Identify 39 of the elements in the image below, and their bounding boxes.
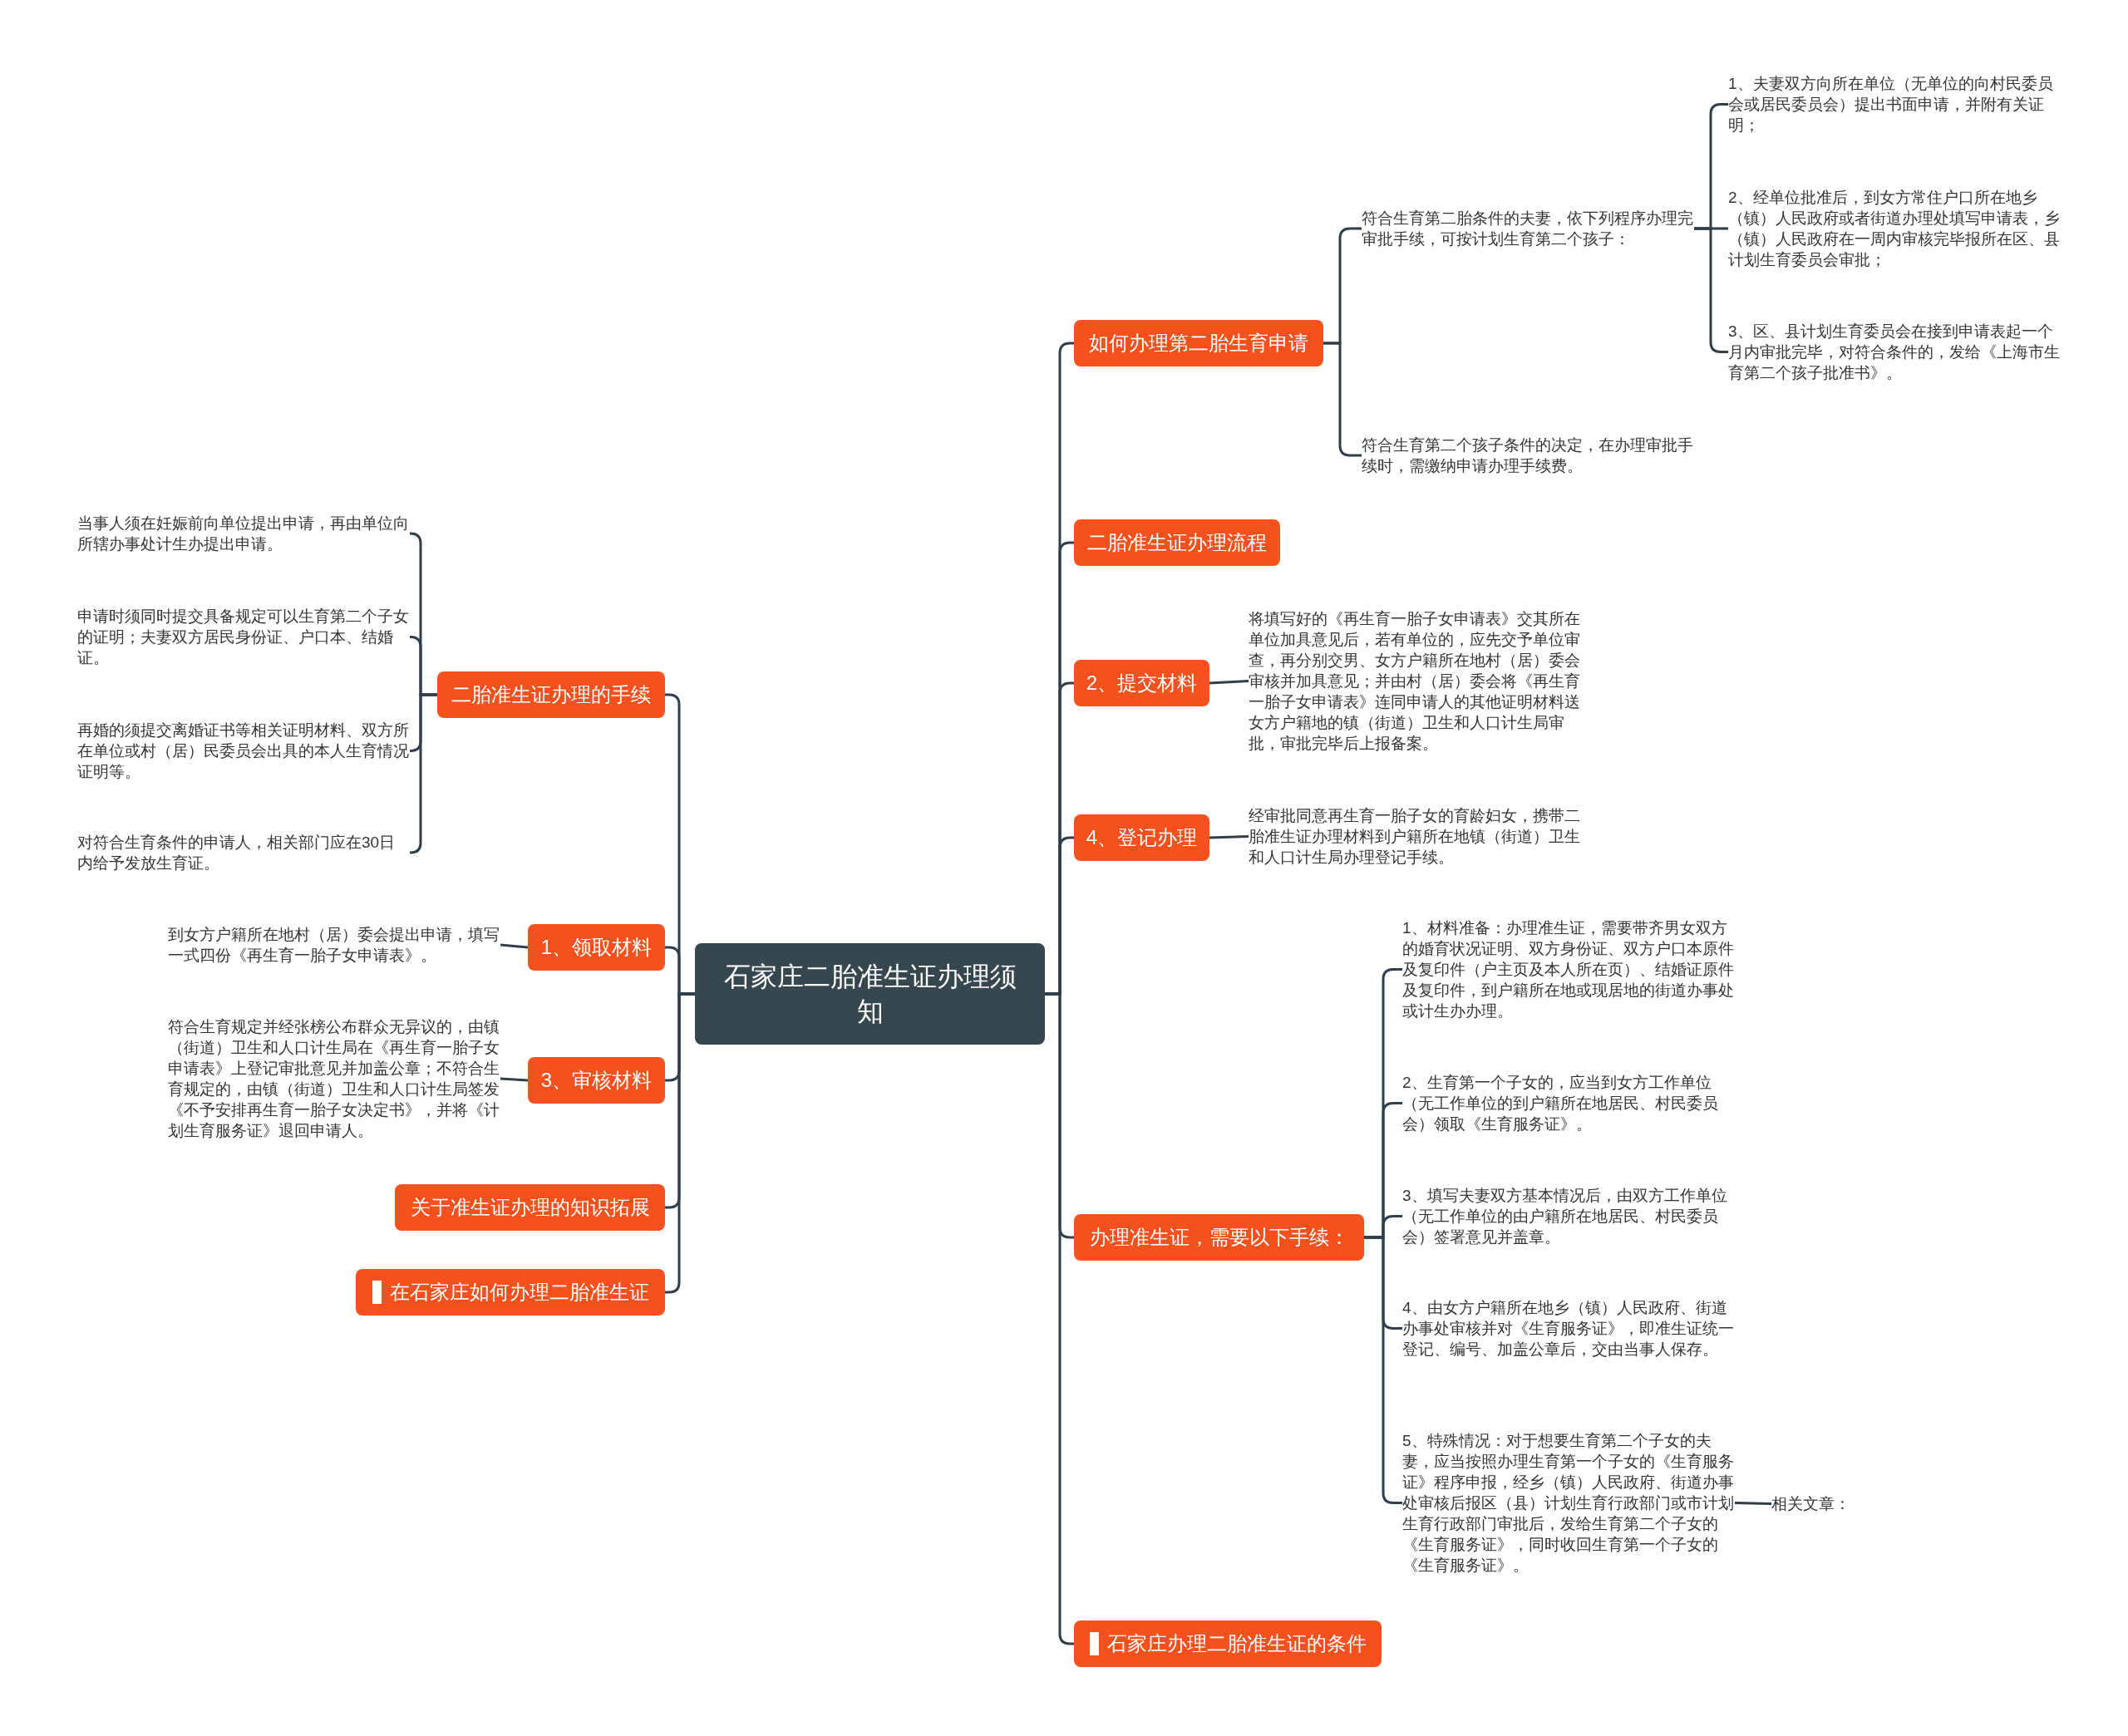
note-text: 3、填写夫妻双方基本情况后，由双方工作单位（无工作单位的由户籍所在地居民、村民委员会）签署意见并盖章。 <box>1402 1185 1735 1247</box>
note-text: 3、区、县计划生育委员会在接到申请表起一个月内审批完毕，对符合条件的，发给《上海市生育第二个孩子批准书》。 <box>1728 321 2061 383</box>
topic-box <box>1074 1620 1382 1667</box>
topic-box: 二胎准生证办理的手续 <box>437 671 665 718</box>
note-text: 经审批同意再生育一胎子女的育龄妇女，携带二胎准生证办理材料到户籍所在地镇（街道）卫生和人口计生局办理登记手续。 <box>1249 805 1581 868</box>
note-text: 1、材料准备：办理准生证，需要带齐男女双方的婚育状况证明、双方身份证、双方户口本原件及复印件（户主页及本人所在页）、结婚证原件及复印件，到户籍所在地或现居地的街道办事处或计生办办理。 <box>1402 917 1735 1021</box>
central-topic-box: 石家庄二胎准生证办理须知 <box>695 943 1045 1045</box>
note-text: 申请时须同时提交具备规定可以生育第二个子女的证明；夫妻双方居民身份证、户口本、结婚证。 <box>77 606 410 668</box>
note-text: 5、特殊情况：对于想要生育第二个子女的夫妻，应当按照办理生育第一个子女的《生育服务证》程序申报，经乡（镇）人民政府、街道办事处审核后报区（县）计划生育行政部门或市计划生育行政部门审批后，发给生育第二个子女的《生育服务证》，同时收回生育第一个子女的《生育服务证》。 <box>1402 1430 1735 1576</box>
connector-line <box>500 943 529 949</box>
topic-box: 4、登记办理 <box>1074 814 1209 861</box>
note-text: 符合生育第二个孩子条件的决定，在办理审批手续时，需缴纳申请办理手续费。 <box>1362 435 1694 476</box>
connector-line <box>1209 680 1249 685</box>
note-text: 2、生育第一个子女的，应当到女方工作单位（无工作单位的到户籍所在地居民、村民委员会）领取《生育服务证》。 <box>1402 1072 1735 1134</box>
note-text: 2、经单位批准后，到女方常住户口所在地乡（镇）人民政府或者街道办理处填写申请表，乡（镇）人民政府在一周内审核完毕报所在区、县计划生育委员会审批； <box>1728 187 2061 270</box>
topic-box: 2、提交材料 <box>1074 660 1209 706</box>
topic-box: 关于准生证办理的知识拓展 <box>395 1184 665 1231</box>
note-text: 对符合生育条件的申请人，相关部门应在30日内给予发放生育证。 <box>77 832 410 873</box>
note-text: 相关文章： <box>1771 1493 1871 1514</box>
topic-box: 3、审核材料 <box>528 1057 665 1104</box>
connector-line <box>1734 1502 1772 1505</box>
topic-box: 办理准生证，需要以下手续： <box>1074 1214 1364 1261</box>
topic-label: 石家庄办理二胎准生证的条件 <box>1106 1631 1367 1656</box>
topic-box <box>356 1269 665 1316</box>
topic-box: 1、领取材料 <box>528 924 665 971</box>
note-text: 当事人须在妊娠前向单位提出申请，再由单位向所辖办事处计生办提出申请。 <box>77 513 410 554</box>
topic-label: 在石家庄如何办理二胎准生证 <box>389 1280 649 1305</box>
note-text: 符合生育第二胎条件的夫妻，依下列程序办理完审批手续，可按计划生育第二个孩子： <box>1362 208 1694 249</box>
note-text: 将填写好的《再生育一胎子女申请表》交其所在单位加具意见后，若有单位的，应先交予单位审查，再分别交男、女方户籍所在地村（居）委会审核并加具意见；并由村（居）委会将《再生育一胎子女申请表》连同申请人的其他证明材料送女方户籍地的镇（街道）卫生和人口计生局审批，审批完毕后上报备案。 <box>1249 608 1581 754</box>
connector-line <box>1209 835 1249 839</box>
note-text: 到女方户籍所在地村（居）委会提出申请，填写一式四份《再生育一胎子女申请表》。 <box>168 924 500 966</box>
connector-line <box>409 693 437 854</box>
note-text: 符合生育规定并经张榜公布群众无异议的，由镇（街道）卫生和人口计生局在《再生育一胎子女申请表》上登记审批意见并加盖公章；不符合生育规定的，由镇（街道）卫生和人口计生局签发《不予安排再生育一胎子女决定书》，并将《计划生育服务证》退回申请人。 <box>168 1016 500 1141</box>
connector-line <box>500 1077 529 1082</box>
topic-box: 二胎准生证办理流程 <box>1074 519 1280 566</box>
note-text: 1、夫妻双方向所在单位（无单位的向村民委员会或居民委员会）提出书面申请，并附有关证明； <box>1728 73 2061 135</box>
note-text: 4、由女方户籍所在地乡（镇）人民政府、街道办事处审核并对《生育服务证》，即准生证统一登记、编号、加盖公章后，交由当事人保存。 <box>1402 1297 1735 1360</box>
topic-box: 如何办理第二胎生育申请 <box>1074 320 1323 366</box>
note-text: 再婚的须提交离婚证书等相关证明材料、双方所在单位或村（居）民委员会出具的本人生育情况证明等。 <box>77 720 410 782</box>
